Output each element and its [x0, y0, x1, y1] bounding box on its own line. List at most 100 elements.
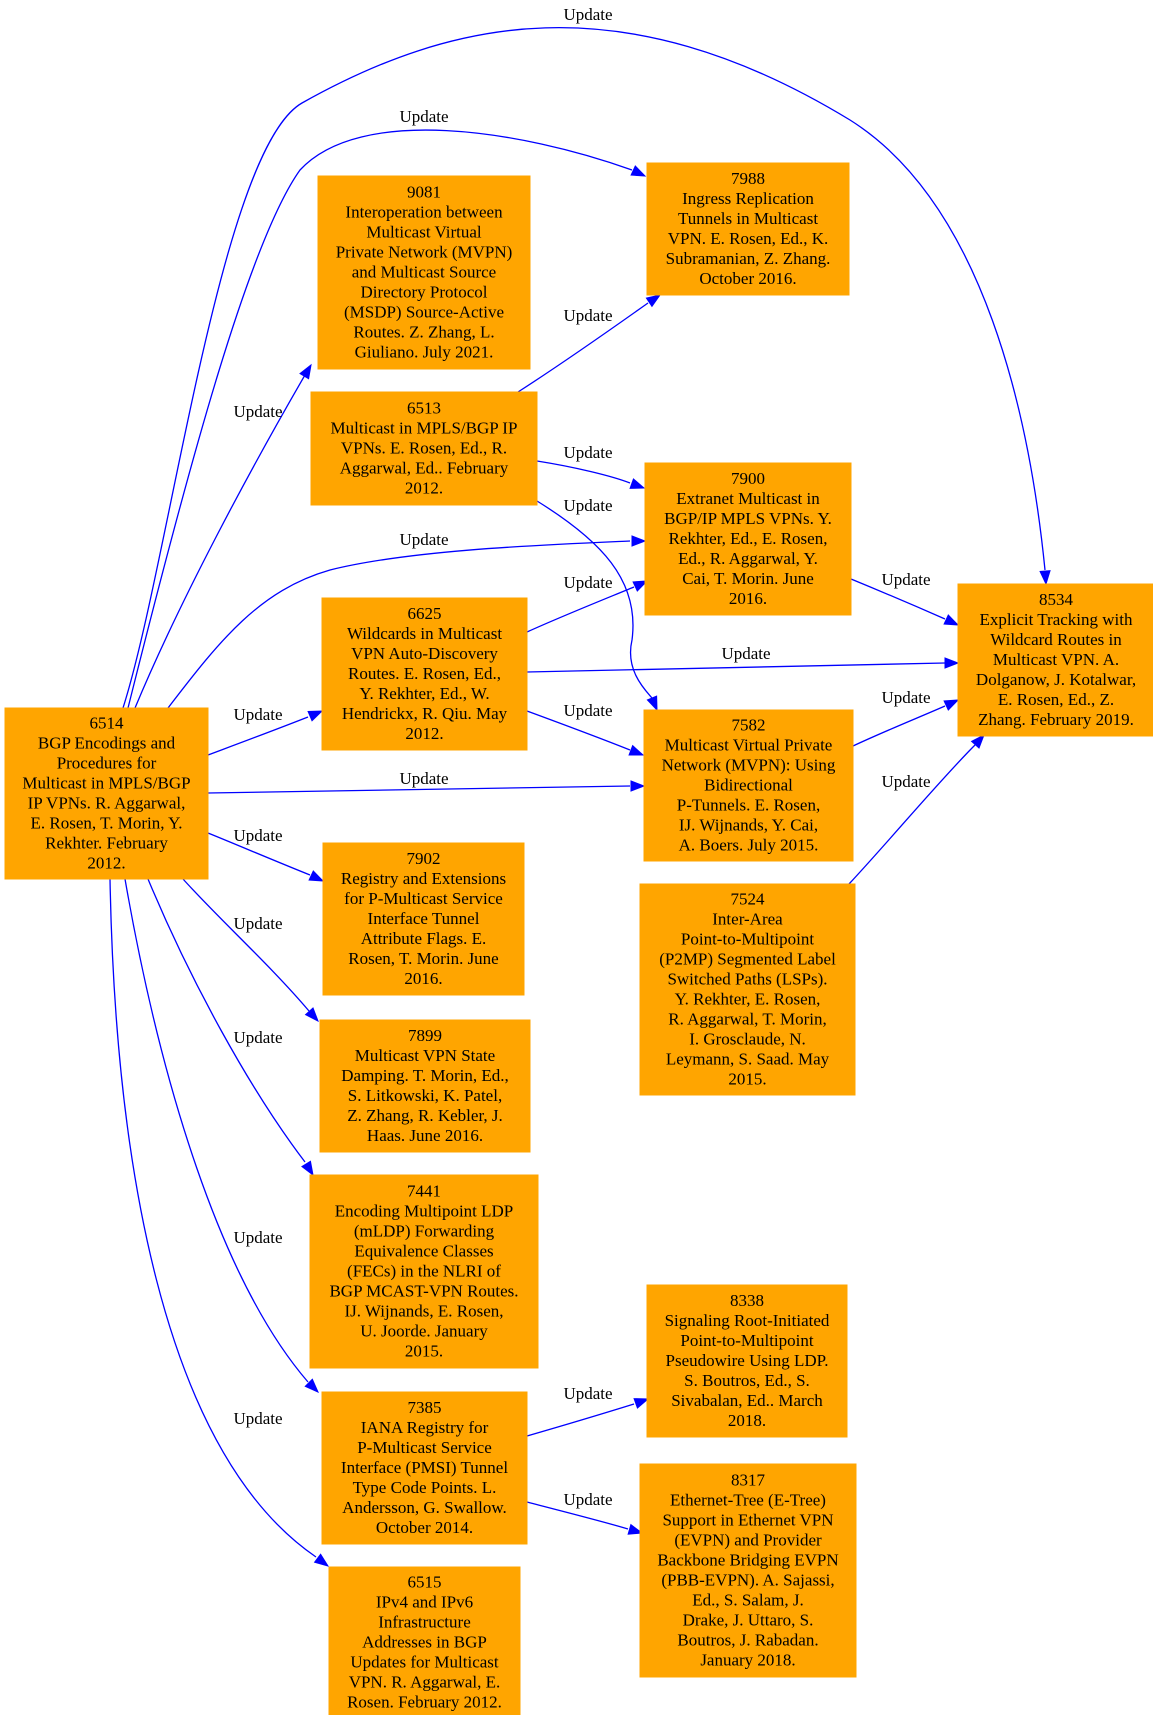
rfc-number: 6513 [407, 399, 441, 418]
edge-line [147, 878, 306, 1163]
edge-line [109, 878, 317, 1558]
rfc-description-line: IJ. Wijnands, E. Rosen, [344, 1302, 503, 1321]
rfc-number: 8317 [731, 1471, 766, 1490]
rfc-description-line: Wildcards in Multicast [347, 624, 502, 643]
rfc-description-line: BGP/IP MPLS VPNs. Y. [664, 509, 832, 528]
edge-6514-to-7899: Update [182, 878, 319, 1023]
node-box [321, 1391, 528, 1545]
rfc-description-line: (FECs) in the NLRI of [347, 1262, 501, 1281]
edge-label: Update [563, 443, 612, 462]
edge-label: Update [563, 701, 612, 720]
edge-6514-to-7441: Update [147, 878, 314, 1177]
rfc-description-line: Haas. June 2016. [367, 1126, 483, 1145]
rfc-description-line: (P2MP) Segmented Label [659, 950, 836, 969]
rfc-description-line: E. Rosen, Ed., Z. [998, 690, 1114, 709]
edge-line [850, 578, 946, 620]
rfc-description-line: Network (MVPN): Using [662, 756, 836, 775]
edge-label: Update [881, 570, 930, 589]
rfc-description-line: Support in Ethernet VPN [662, 1511, 833, 1530]
arrowhead-icon [632, 580, 649, 592]
rfc-description-line: Switched Paths (LSPs). [667, 970, 827, 989]
rfc-description-line: Rosen. February 2012. [347, 1693, 502, 1712]
edge-line [134, 374, 306, 709]
rfc-number: 6625 [408, 604, 442, 623]
arrowhead-icon [299, 363, 312, 380]
rfc-description-line: 2016. [729, 589, 767, 608]
edge-line [127, 129, 633, 709]
edge-line [848, 744, 976, 885]
arrowhead-icon [630, 165, 647, 177]
node-box [319, 1019, 531, 1153]
node-box [644, 462, 852, 616]
edge-6514-to-6625: Update [207, 705, 324, 756]
arrowhead-icon [307, 710, 324, 722]
rfc-description-line: Tunnels in Multicast [678, 209, 818, 228]
rfc-description-line: 2018. [728, 1411, 766, 1430]
rfc-description-line: BGP MCAST-VPN Routes. [329, 1282, 518, 1301]
edge-label: Update [563, 1384, 612, 1403]
rfc-description-line: Boutros, J. Rabadan. [677, 1631, 818, 1650]
rfc-description-line: October 2016. [699, 269, 796, 288]
edge-6514-to-8534: Update [122, 5, 1051, 709]
rfc-description-line: Ethernet-Tree (E-Tree) [670, 1491, 826, 1510]
rfc-description-line: Aggarwal, Ed.. February [340, 459, 509, 478]
rfc-description-line: Point-to-Multipoint [680, 1331, 813, 1350]
edge-label: Update [563, 1490, 612, 1509]
rfc-number: 9081 [407, 183, 441, 202]
edge-line [167, 540, 631, 709]
rfc-description-line: S. Boutros, Ed., S. [684, 1371, 810, 1390]
rfc-description-line: Type Code Points. L. [353, 1478, 497, 1497]
rfc-number: 7988 [731, 169, 765, 188]
rfc-description-line: E. Rosen, T. Morin, Y. [31, 814, 183, 833]
edge-line [207, 716, 309, 756]
rfc-description-line: Giuliano. July 2021. [355, 343, 494, 362]
edge-label: Update [563, 306, 612, 325]
rfc-description-line: Z. Zhang, R. Kebler, J. [347, 1106, 503, 1125]
edge-label: Update [881, 772, 930, 791]
edge-label: Update [399, 530, 448, 549]
node-box [310, 391, 538, 506]
edge-6513-to-7988: Update [517, 294, 662, 393]
rfc-description-line: Interoperation between [345, 203, 503, 222]
node-box [4, 707, 209, 880]
rfc-description-line: Updates for Multicast [350, 1653, 499, 1672]
rfc-description-line: Inter-Area [712, 910, 783, 929]
rfc-number: 7441 [407, 1182, 441, 1201]
rfc-description-line: 2015. [728, 1070, 766, 1089]
edge-label: Update [881, 688, 930, 707]
rfc-description-line: Explicit Tracking with [980, 610, 1134, 629]
arrowhead-icon [304, 1378, 319, 1393]
edge-line [517, 302, 649, 393]
edge-line [526, 710, 631, 751]
edge-label: Update [233, 1228, 282, 1247]
arrowhead-icon [628, 744, 645, 756]
edge-6514-to-7900: Update [167, 530, 647, 709]
rfc-description-line: Leymann, S. Saad. May [666, 1050, 830, 1069]
rfc-description-line: I. Grosclaude, N. [689, 1030, 806, 1049]
edge-line [207, 785, 631, 794]
rfc-description-line: 2012. [405, 479, 443, 498]
rfc-description-line: Extranet Multicast in [676, 489, 820, 508]
rfc-description-line: Zhang. February 2019. [978, 710, 1134, 729]
rfc-description-line: Routes. E. Rosen, Ed., [348, 664, 501, 683]
rfc-description-line: and Multicast Source [352, 263, 496, 282]
rfc-description-line: Encoding Multipoint LDP [335, 1202, 514, 1221]
rfc-description-line: Ed., S. Salam, J. [692, 1591, 803, 1610]
edge-label: Update [563, 5, 612, 24]
arrowhead-icon [630, 780, 646, 792]
rfc-description-line: Drake, J. Uttaro, S. [683, 1611, 814, 1630]
edge-label: Update [399, 107, 448, 126]
rfc-description-line: IJ. Wijnands, Y. Cai, [679, 816, 818, 835]
